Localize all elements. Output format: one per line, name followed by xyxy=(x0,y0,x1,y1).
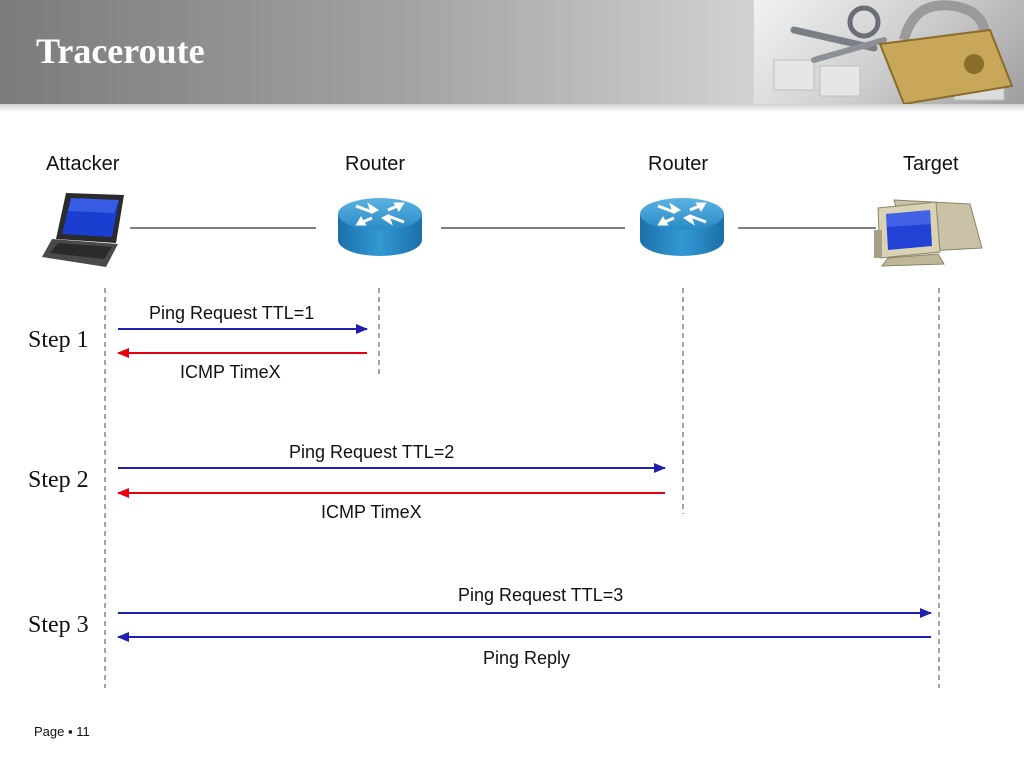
page-number-value: 11 xyxy=(76,724,90,739)
step1-label: Step 1 xyxy=(28,327,89,353)
step2-request-label: Ping Request TTL=2 xyxy=(289,442,455,462)
router-icon xyxy=(338,198,422,256)
padlock-icon xyxy=(773,0,1014,104)
laptop-icon xyxy=(42,193,124,267)
step3-response-label: Ping Reply xyxy=(483,648,571,668)
page-number: Page ▪ 11 xyxy=(34,724,90,739)
target-label: Target xyxy=(903,153,959,175)
step2-label: Step 2 xyxy=(28,467,89,493)
lifelines xyxy=(104,288,940,688)
padlock-keys-photo xyxy=(754,0,1024,104)
header-shadow xyxy=(0,104,1024,112)
router-icon xyxy=(640,198,724,256)
header-bar: Traceroute xyxy=(0,0,1024,104)
step3-label: Step 3 xyxy=(28,612,89,638)
attacker-label: Attacker xyxy=(46,153,120,175)
step1-request-label: Ping Request TTL=1 xyxy=(149,303,315,323)
page-separator: ▪ xyxy=(68,724,73,739)
slide-title: Traceroute xyxy=(36,31,205,71)
step2-response-label: ICMP TimeX xyxy=(321,502,422,522)
step3-request-label: Ping Request TTL=3 xyxy=(458,585,624,605)
router2-label: Router xyxy=(648,153,709,175)
router1-label: Router xyxy=(345,153,406,175)
desktop-computer-icon xyxy=(874,199,983,267)
step1-response-label: ICMP TimeX xyxy=(180,362,281,382)
page-label: Page xyxy=(34,724,65,739)
